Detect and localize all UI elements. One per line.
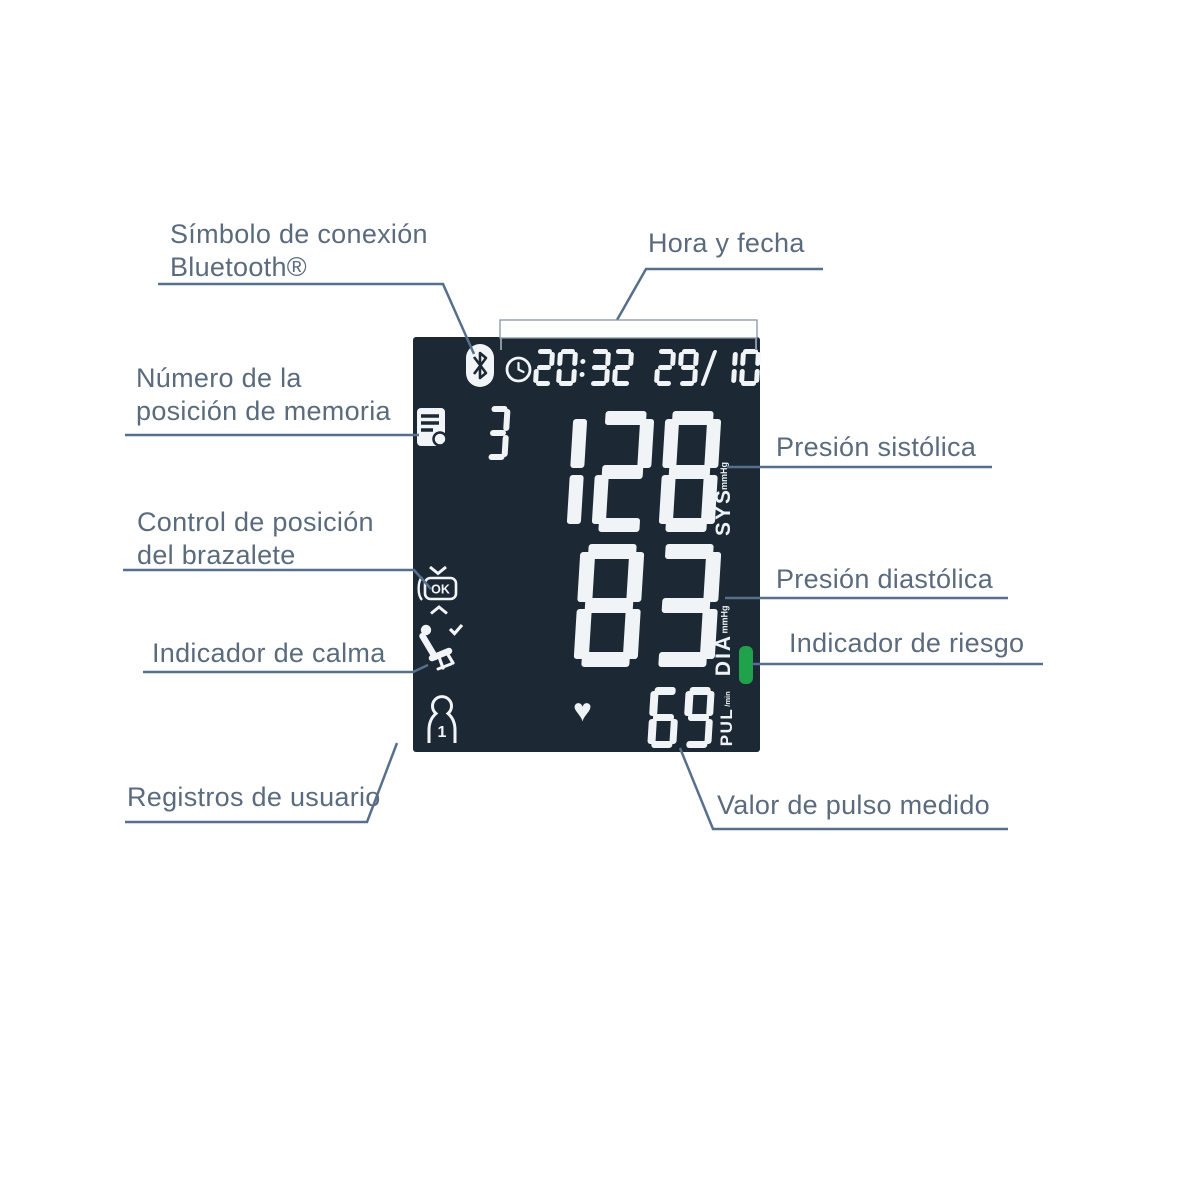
risk-bar — [739, 646, 753, 684]
user-number-text: 1 — [438, 724, 447, 741]
systolic-unit: SYS — [712, 487, 735, 537]
label-diastolic: Presión diastólica — [776, 564, 994, 594]
line-time-date — [615, 267, 823, 321]
label-risk-indicator: Indicador de riesgo — [789, 628, 1025, 658]
label-bluetooth-line2: Bluetooth® — [170, 252, 307, 282]
systolic-display — [556, 411, 732, 532]
pulse-unit: PUL — [717, 707, 736, 747]
cuff-ok-icon: OK — [417, 565, 458, 615]
user-icon: 1 — [427, 695, 457, 743]
label-memory-line2: posición de memoria — [136, 396, 391, 426]
label-calm-indicator: Indicador de calma — [152, 638, 386, 668]
bluetooth-icon — [466, 344, 494, 387]
clock-icon — [505, 356, 532, 383]
label-systolic: Presión sistólica — [776, 432, 977, 462]
memory-number-display — [485, 406, 514, 460]
date-display — [654, 349, 764, 386]
pulse-display — [647, 687, 721, 748]
label-pulse-value: Valor de pulso medido — [717, 790, 990, 820]
label-memory-position: Número de la posición de memoria — [136, 362, 391, 428]
label-memory-line1: Número de la — [136, 363, 302, 393]
label-user-records: Registros de usuario — [127, 782, 381, 812]
cuff-ok-text: OK — [431, 583, 450, 597]
label-bluetooth-symbol: Símbolo de conexión Bluetooth® — [170, 218, 428, 284]
label-cuff-position: Control de posición del brazalete — [137, 506, 374, 572]
memory-icon — [417, 408, 451, 451]
diastolic-unit: DIA — [712, 633, 735, 677]
calm-icon — [419, 623, 464, 671]
time-display — [533, 349, 637, 386]
line-cuff — [123, 568, 432, 590]
label-time-date: Hora y fecha — [648, 228, 805, 258]
heart-icon: ♥ — [573, 692, 592, 728]
label-bluetooth-line1: Símbolo de conexión — [170, 219, 428, 249]
label-cuff-line1: Control de posición — [137, 507, 374, 537]
label-cuff-line2: del brazalete — [137, 540, 296, 570]
